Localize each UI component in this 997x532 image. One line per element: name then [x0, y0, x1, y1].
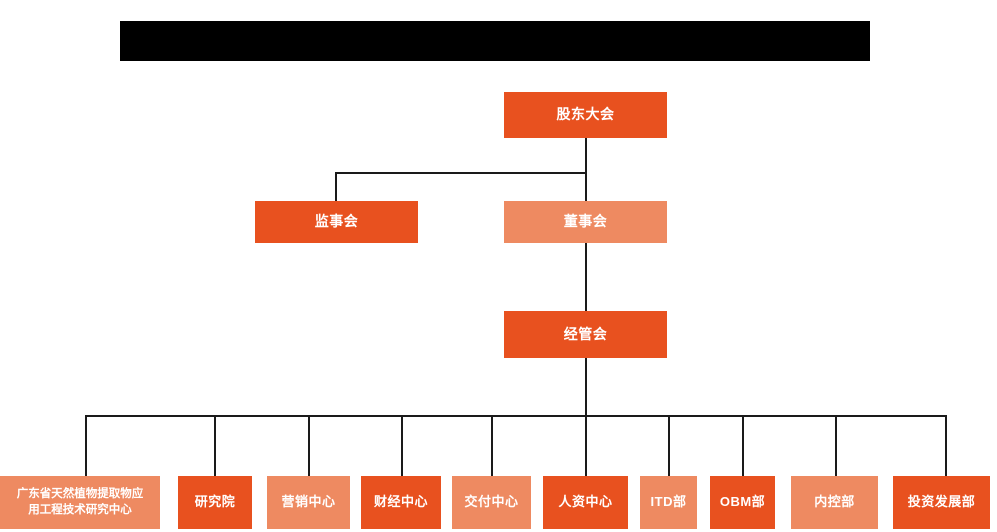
node-board-of-directors[interactable]: 董事会: [504, 201, 667, 243]
node-shareholders-meeting[interactable]: 股东大会: [504, 92, 667, 138]
node-department-obm-label: OBM部: [719, 494, 766, 510]
node-department-engineering-research-center-label: 广东省天然植物提取物应 用工程技术研究中心: [14, 487, 147, 518]
redacted-title-bar: [120, 21, 870, 61]
node-department-human-resources-center[interactable]: 人资中心: [543, 476, 628, 529]
label-line-2: 用工程技术研究中心: [28, 503, 132, 516]
connector-supervisors-down: [335, 172, 337, 201]
node-department-investment-development-label: 投资发展部: [907, 494, 976, 510]
node-department-internal-control-label: 内控部: [814, 494, 855, 510]
node-board-of-supervisors-label: 监事会: [314, 213, 359, 230]
connector-drop-8: [742, 415, 744, 476]
connector-drop-7: [668, 415, 670, 476]
node-department-internal-control[interactable]: 内控部: [791, 476, 878, 529]
connector-drop-2: [214, 415, 216, 476]
connector-shareholders-down: [585, 138, 587, 174]
node-department-itd-label: ITD部: [650, 494, 687, 510]
node-department-engineering-research-center[interactable]: 广东省天然植物提取物应 用工程技术研究中心: [0, 476, 160, 529]
node-management-committee[interactable]: 经管会: [504, 311, 667, 358]
connector-management-down: [585, 358, 587, 416]
node-department-obm[interactable]: OBM部: [710, 476, 775, 529]
connector-drop-9: [835, 415, 837, 476]
node-department-research-institute[interactable]: 研究院: [178, 476, 252, 529]
node-department-finance-center-label: 财经中心: [373, 494, 428, 510]
connector-directors-management: [585, 243, 587, 311]
connector-department-bus: [85, 415, 946, 417]
node-department-marketing-center[interactable]: 营销中心: [267, 476, 350, 529]
node-management-committee-label: 经管会: [563, 325, 608, 342]
connector-drop-6: [585, 415, 587, 476]
node-department-investment-development[interactable]: 投资发展部: [893, 476, 990, 529]
node-department-delivery-center[interactable]: 交付中心: [452, 476, 531, 529]
node-department-human-resources-center-label: 人资中心: [558, 494, 613, 510]
connector-drop-3: [308, 415, 310, 476]
node-board-of-directors-label: 董事会: [563, 213, 608, 230]
connector-directors-down: [585, 172, 587, 201]
node-department-finance-center[interactable]: 财经中心: [361, 476, 441, 529]
node-board-of-supervisors[interactable]: 监事会: [255, 201, 418, 243]
connector-drop-5: [491, 415, 493, 476]
node-department-itd[interactable]: ITD部: [640, 476, 697, 529]
connector-drop-4: [401, 415, 403, 476]
connector-bus-top: [335, 172, 586, 174]
node-department-delivery-center-label: 交付中心: [464, 494, 519, 510]
node-department-research-institute-label: 研究院: [194, 494, 236, 510]
label-line-1: 广东省天然植物提取物应: [16, 487, 144, 500]
connector-drop-10: [945, 415, 947, 476]
connector-drop-1: [85, 415, 87, 476]
node-shareholders-meeting-label: 股东大会: [556, 106, 615, 123]
node-department-marketing-center-label: 营销中心: [281, 494, 336, 510]
